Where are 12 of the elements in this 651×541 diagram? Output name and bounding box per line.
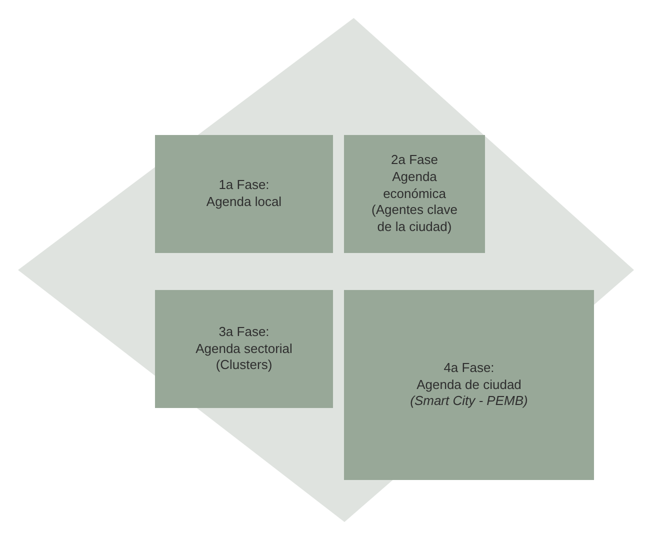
- phase-description: Agenda sectorial (Clusters): [194, 340, 294, 374]
- phase-description: Agenda de ciudad (Smart City - PEMB): [409, 376, 529, 410]
- phase-heading: 4a Fase:: [444, 360, 494, 377]
- phase-box: [155, 290, 333, 408]
- phase-box: [155, 135, 333, 253]
- phase-box: [344, 290, 594, 480]
- phase-box: [344, 135, 485, 253]
- phase-heading: 2a Fase: [391, 152, 438, 169]
- phase-description: Agenda local: [206, 194, 282, 211]
- phase-heading: 3a Fase:: [218, 324, 270, 341]
- phase-heading: 1a Fase:: [218, 177, 270, 194]
- phase-description: Agenda económica (Agentes clave de la ciudad): [370, 168, 458, 236]
